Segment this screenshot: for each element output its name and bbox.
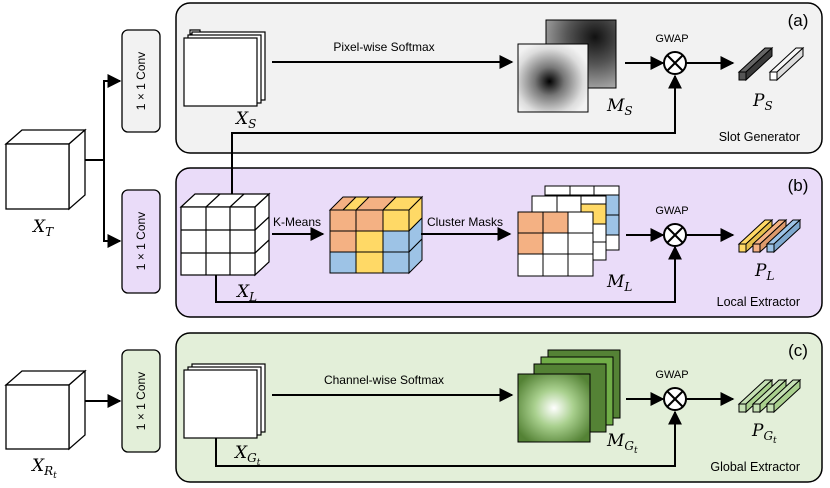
label-channel-softmax: Channel-wise Softmax [324, 373, 444, 387]
local-vectors-pl [737, 218, 802, 254]
panel-local-extractor: (b) Local Extractor [175, 167, 823, 318]
panel-global-extractor: (c) Global Extractor [175, 332, 823, 483]
label-xgt: XGt [233, 443, 261, 468]
svg-text:1 × 1 Conv: 1 × 1 Conv [134, 52, 148, 110]
label-ms: MS [606, 96, 633, 118]
feedback-connectors [215, 74, 682, 467]
panel-b-name: Local Extractor [717, 295, 800, 309]
input-connectors [85, 74, 122, 408]
mask-map-ms [517, 19, 617, 113]
label-mgt: MGt [606, 431, 638, 456]
label-gwap-b: GWAP [655, 205, 688, 217]
label-ps: PS [752, 91, 773, 113]
gwap-operator-a [663, 51, 687, 75]
label-ml: ML [606, 272, 632, 294]
feature-stack-xs [183, 29, 266, 107]
label-pl: PL [754, 261, 774, 283]
panel-c-name: Global Extractor [710, 460, 800, 474]
label-xrt: XRt [30, 456, 57, 481]
slot-vectors-ps [737, 46, 805, 82]
mask-stack-ml [517, 185, 620, 277]
panel-b-tag: (b) [788, 176, 809, 195]
conv-box-c: 1 × 1 Conv [121, 349, 161, 453]
panel-a-background [175, 2, 823, 154]
label-gwap-a: GWAP [655, 33, 688, 45]
cluster-grid [328, 195, 424, 275]
mask-stack-mgt [517, 349, 621, 443]
label-xs: XS [234, 109, 256, 131]
label-kmeans: K-Means [273, 215, 321, 229]
label-gwap-c: GWAP [655, 369, 688, 381]
feature-stack-xgt [183, 363, 266, 439]
gwap-operator-b [663, 223, 687, 247]
conv-box-b: 1 × 1 Conv [121, 189, 161, 294]
cube-xrt [4, 369, 87, 451]
panel-c-background [175, 332, 823, 483]
cube-xt [4, 128, 87, 211]
feature-grid-xl [179, 192, 271, 277]
conv-box-a: 1 × 1 Conv [121, 29, 161, 133]
panel-c-tag: (c) [788, 341, 808, 360]
label-pixel-softmax: Pixel-wise Softmax [333, 40, 434, 54]
panel-a-name: Slot Generator [719, 130, 800, 144]
label-cluster-masks: Cluster Masks [427, 215, 503, 229]
label-pgt: PGt [751, 421, 777, 446]
panel-slot-generator: (a) Slot Generator [175, 2, 823, 154]
gwap-operator-c [663, 387, 687, 411]
panel-a-tag: (a) [788, 11, 809, 30]
svg-text:1 × 1 Conv: 1 × 1 Conv [134, 212, 148, 270]
label-xt: XT [31, 217, 54, 239]
svg-text:1 × 1 Conv: 1 × 1 Conv [134, 372, 148, 430]
global-vectors-pgt [737, 378, 802, 414]
label-xl: XL [235, 282, 257, 304]
